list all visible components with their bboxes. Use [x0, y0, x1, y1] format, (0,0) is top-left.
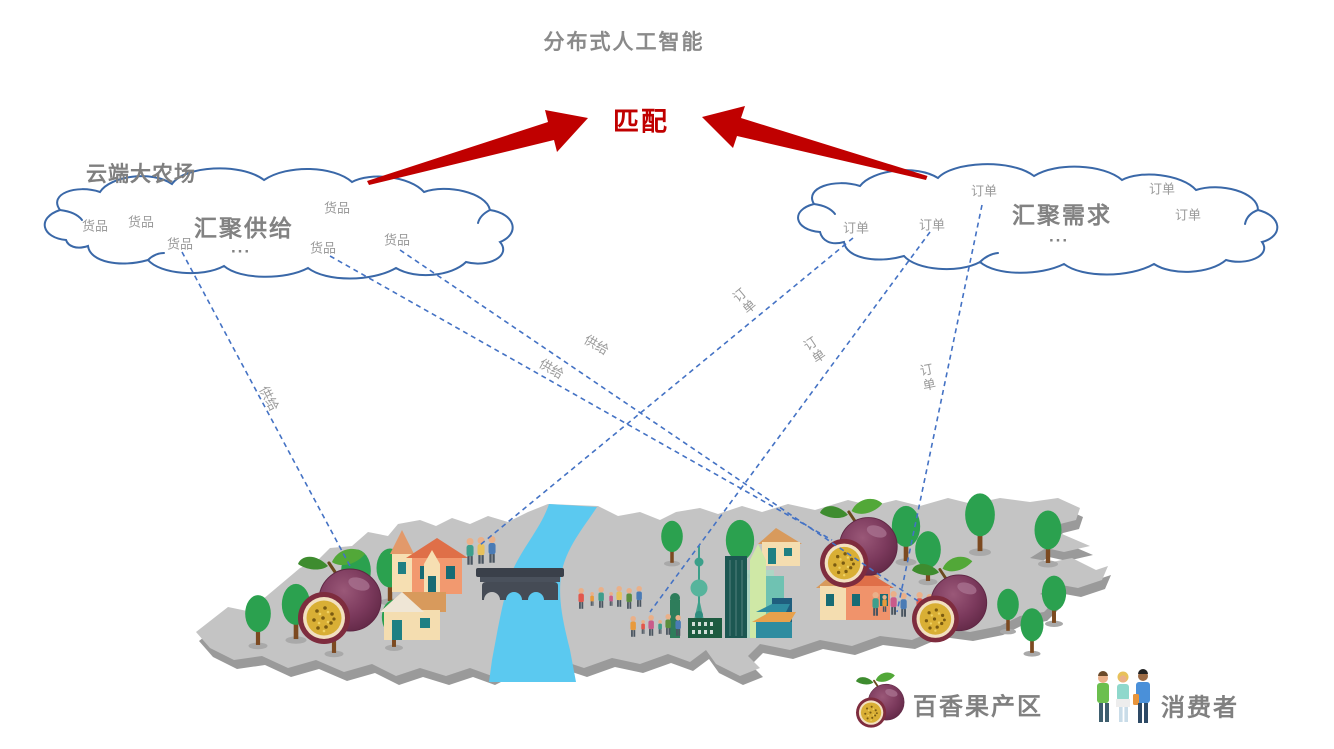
match-label: 匹配 [612, 106, 670, 137]
goods-label: 货品 [383, 232, 411, 248]
order-label: 订单 [1174, 207, 1202, 223]
supply-hub-label: 汇聚供给 [194, 215, 294, 241]
small-house-middle [758, 528, 802, 566]
passion-fruit-icon [855, 671, 906, 729]
supply-cloud-shape [43, 167, 514, 280]
goods-label: 货品 [323, 200, 351, 216]
demand-ellipsis: ··· [1049, 231, 1069, 250]
order-label: 订单 [970, 183, 998, 199]
diagram-title: 分布式人工智能 [543, 31, 705, 54]
order-link-1 [479, 237, 854, 546]
village-house [390, 530, 468, 594]
island-map [196, 493, 1111, 685]
small-house-left [380, 592, 446, 640]
goods-label: 货品 [81, 218, 109, 234]
city-illustration [670, 544, 796, 638]
order-label: 订单 [842, 220, 870, 236]
bridge [476, 568, 564, 600]
order-link-2 [649, 231, 931, 613]
match-arrows [367, 106, 928, 185]
consumers-icon [1097, 669, 1150, 723]
left-match-arrow [367, 110, 588, 185]
supply-link-2 [329, 255, 833, 541]
legend-consumers-label: 消费者 [1161, 694, 1239, 722]
goods-label: 货品 [166, 236, 194, 252]
goods-label: 货品 [309, 240, 337, 256]
right-match-arrow [702, 106, 928, 180]
order-label: 订单 [918, 217, 946, 233]
order-link-3 [896, 204, 983, 613]
legend-passion-fruit-label: 百香果产区 [913, 693, 1043, 721]
demand-hub-label: 汇聚需求 [1012, 202, 1112, 228]
cloud-farm-name: 云端大农场 [86, 163, 196, 186]
supply-ellipsis: ··· [231, 242, 251, 261]
goods-label: 货品 [127, 214, 155, 230]
order-label: 订单 [1148, 181, 1176, 197]
connection-lines [181, 204, 983, 613]
